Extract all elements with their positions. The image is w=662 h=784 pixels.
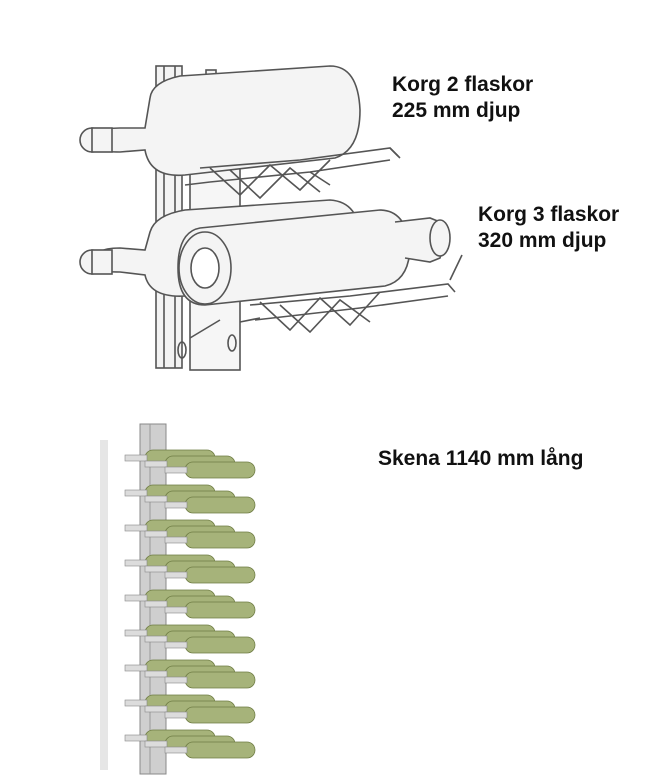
rail-bottle-neck (144, 740, 168, 748)
rail-bottle-neck (144, 670, 168, 678)
rail-bottle (184, 636, 256, 654)
rail-bottle (184, 566, 256, 584)
rail-bottle-neck (144, 635, 168, 643)
basket-3-label: Korg 3 flaskor 320 mm djup (478, 202, 619, 254)
leader-basket-3 (449, 254, 463, 281)
rail-bottle-neck (124, 734, 148, 742)
rail-bottle (184, 531, 256, 549)
rail-bottle-neck (144, 565, 168, 573)
rail-bottle-neck (124, 629, 148, 637)
rail-length-label: Skena 1140 mm lång (378, 446, 583, 472)
rail-bottle-neck (144, 600, 168, 608)
rail-bottle-neck (164, 606, 188, 614)
rail-bottle (184, 671, 256, 689)
rail-bottle-neck (124, 524, 148, 532)
rail-bottle-neck (164, 501, 188, 509)
rail-bottle-neck (164, 571, 188, 579)
basket-2-depth: 225 mm djup (392, 99, 521, 122)
bottle-upper (79, 65, 361, 177)
rail-bottle-neck (124, 489, 148, 497)
rail-bottle-neck (124, 699, 148, 707)
rail-bottle-neck (164, 711, 188, 719)
rail-bottle-neck (164, 466, 188, 474)
rail-bottle-neck (144, 705, 168, 713)
leader-basket-2 (389, 147, 401, 159)
basket-lower (189, 283, 456, 339)
rail-bottle-neck (124, 559, 148, 567)
basket-2-label: Korg 2 flaskor 225 mm djup (392, 72, 533, 124)
rail-bottle (184, 741, 256, 759)
rail-bottle (184, 461, 256, 479)
rail-bottle-neck (124, 454, 148, 462)
rail-length-text: Skena 1140 mm lång (378, 447, 584, 470)
basket-detail-drawing (79, 65, 463, 371)
rail-bottle-neck (124, 664, 148, 672)
basket-3-depth: 320 mm djup (478, 229, 607, 252)
bottle-front (177, 209, 451, 306)
rail-bottle-neck (164, 676, 188, 684)
rail-bottle-neck (124, 594, 148, 602)
rail-bottle-neck (164, 641, 188, 649)
rail-bottle-neck (144, 530, 168, 538)
rail-bottle (184, 496, 256, 514)
rail-bottle-neck (144, 495, 168, 503)
rail-bottle (184, 706, 256, 724)
rail-bottle (184, 601, 256, 619)
basket-3-title: Korg 3 flaskor (478, 203, 620, 226)
rail-bottle-neck (164, 536, 188, 544)
basket-2-title: Korg 2 flaskor (392, 73, 534, 96)
rail-bottle-stack (124, 449, 256, 759)
rail-bottle-neck (144, 460, 168, 468)
rail-bottle-neck (164, 746, 188, 754)
